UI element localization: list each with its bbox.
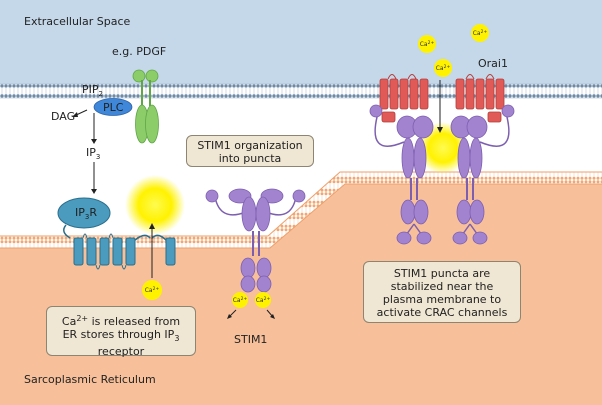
- ip3r-label: IP3R: [75, 206, 97, 221]
- stim1-label: STIM1: [234, 333, 267, 346]
- ip3-receptor: [57, 197, 176, 270]
- pdgf-receptor: [132, 69, 159, 144]
- plc-enzyme: [93, 98, 133, 116]
- calcium-cloud: [125, 175, 185, 235]
- er-membrane: [0, 172, 602, 248]
- extracellular-calcium-ions: Ca2+ Ca2+ Ca2+: [418, 24, 489, 77]
- orai1-label: Orai1: [478, 57, 508, 70]
- plc-label: PLC: [103, 101, 124, 114]
- svg-text:Ca2+: Ca2+: [256, 296, 271, 304]
- svg-text:Ca2+: Ca2+: [436, 64, 451, 72]
- svg-text:Ca2+: Ca2+: [145, 286, 160, 294]
- stim1-puncta-box: STIM1 puncta are stabilized near the pla…: [363, 261, 521, 323]
- dag-label: DAG: [51, 110, 75, 123]
- calcium-ion: Ca2+: [142, 280, 162, 300]
- calcium-release-box: Ca2+ is released from ER stores through …: [46, 306, 196, 358]
- stim1-protein: Ca2+ Ca2+: [205, 188, 306, 319]
- reticulum-label: Sarcoplasmic Reticulum: [24, 373, 156, 386]
- extracellular-label: Extracellular Space: [24, 15, 131, 28]
- svg-text:Ca2+: Ca2+: [233, 296, 248, 304]
- pip2-label: PIP2: [82, 83, 103, 98]
- svg-text:Ca2+: Ca2+: [473, 29, 488, 37]
- pdgf-label: e.g. PDGF: [112, 45, 166, 58]
- stim1-puncta: [369, 104, 515, 245]
- ip3-label: IP3: [86, 146, 100, 161]
- stim1-organization-box: STIM1 organization into puncta: [186, 135, 314, 167]
- orai1-channel: [379, 74, 505, 123]
- svg-text:Ca2+: Ca2+: [420, 40, 435, 48]
- extracellular-space: [0, 0, 602, 85]
